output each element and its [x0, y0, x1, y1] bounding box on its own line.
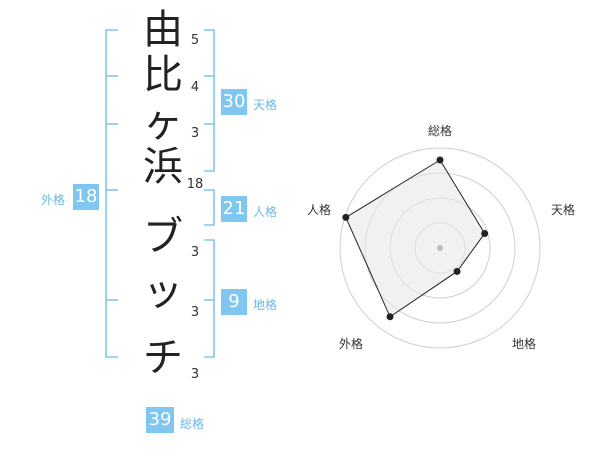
stroke-count-7: 3 [190, 367, 200, 382]
radar-point-4 [386, 313, 394, 321]
stroke-count-6: 3 [190, 305, 200, 320]
radar-polygon [345, 159, 486, 318]
stroke-count-5: 3 [190, 245, 200, 260]
radar-point-5 [342, 213, 350, 221]
stroke-count-3: 3 [190, 126, 200, 141]
soukaku-label: 総格 [180, 417, 205, 431]
jinkaku-bracket [204, 189, 215, 226]
chikaku-value: 9 [221, 289, 247, 315]
radar-point-3 [453, 267, 461, 275]
gaikaku-label: 外格 [41, 193, 66, 207]
radar-axis-label-3: 地格 [511, 337, 536, 351]
tenkaku-value: 30 [221, 89, 247, 115]
jinkaku-label: 人格 [253, 205, 278, 219]
radar-axis-label-4: 外格 [338, 337, 363, 351]
stroke-count-4: 18 [186, 177, 204, 192]
name-char-1: 由 [143, 7, 183, 53]
radar-axis-label-5: 人格 [306, 203, 331, 217]
name-char-4: 浜 [143, 144, 183, 190]
gaikaku-bracket [105, 29, 118, 358]
radar-ring [339, 147, 541, 349]
stroke-count-2: 4 [190, 80, 200, 95]
jinkaku-value: 21 [221, 196, 247, 222]
name-char-2: 比 [143, 52, 183, 98]
tenkaku-label: 天格 [253, 98, 278, 112]
radar-axis-label-2: 天格 [550, 203, 575, 217]
name-char-7: チ [143, 335, 183, 381]
radar-center [437, 245, 443, 251]
name-char-3: ヶ [143, 100, 183, 146]
radar-point-1 [436, 156, 444, 164]
radar-point-2 [481, 229, 489, 237]
chikaku-bracket [204, 239, 215, 358]
chikaku-label: 地格 [253, 298, 278, 312]
name-char-6: ッ [143, 269, 183, 315]
soukaku-value: 39 [146, 407, 174, 433]
name-char-5: ブ [143, 214, 183, 260]
stroke-count-1: 5 [190, 33, 200, 48]
tenkaku-bracket [204, 29, 215, 172]
gaikaku-value: 18 [73, 184, 99, 210]
radar-axis-label-1: 総格 [427, 124, 452, 138]
